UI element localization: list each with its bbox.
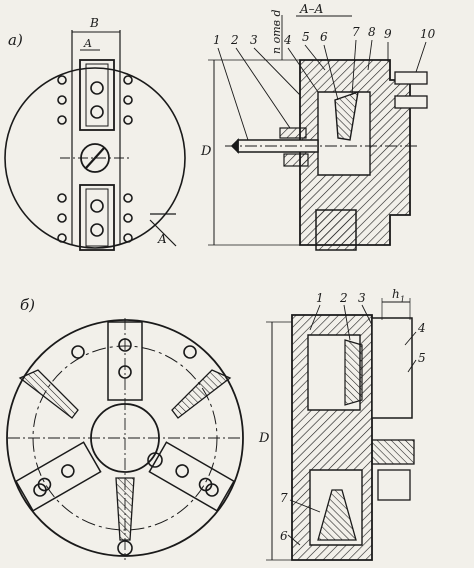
jaw-screw-hole [90, 199, 104, 213]
callout-1: 1 [213, 33, 221, 47]
leader-2 [235, 47, 291, 129]
callout-6: 6 [320, 30, 328, 44]
leader-b6 [287, 534, 301, 546]
leader-6 [323, 44, 339, 101]
leader-4 [287, 47, 319, 93]
leader-10 [415, 41, 427, 73]
callout-b6: 6 [280, 529, 288, 543]
leader-b3 [361, 304, 373, 326]
pinion-boss [377, 469, 411, 501]
leader-1 [217, 47, 249, 141]
callout-b1: 1 [316, 291, 324, 305]
spiral-disk [344, 339, 363, 406]
jaw-lever [334, 90, 359, 141]
lower-insert [317, 489, 357, 541]
mount-flange [315, 209, 357, 251]
jaw-screw-hole [90, 223, 104, 237]
callout-5: 5 [302, 30, 310, 44]
callout-b3: 3 [358, 291, 366, 305]
bolt-hole [57, 115, 67, 125]
callout-b7: 7 [280, 491, 288, 505]
dimension-h1: h [392, 287, 400, 301]
section-arrow-line [149, 219, 177, 247]
dimension-B-label: B [89, 16, 99, 30]
callout-3: 3 [250, 33, 258, 47]
jaw-screw-hole [90, 105, 104, 119]
callout-9: 9 [384, 27, 392, 41]
dimension-A-label: A [83, 37, 92, 50]
bolt-hole [57, 95, 67, 105]
bolt-hole [123, 193, 133, 203]
leader-b5 [407, 359, 417, 373]
subfigure-label-b: б) [20, 296, 35, 314]
bolt-hole [57, 193, 67, 203]
front-view-b [6, 318, 244, 560]
section-title: A–A [299, 2, 324, 16]
leader-b2 [343, 304, 351, 341]
bolt-hole [123, 115, 133, 125]
callout-4: 4 [283, 33, 292, 47]
leader-7 [351, 39, 357, 96]
lower-jaw-insert [85, 188, 109, 247]
nut [279, 127, 307, 139]
section-view-a [208, 15, 428, 251]
leader-b4 [404, 331, 417, 346]
bolt-10b [394, 95, 428, 109]
callout-b4: 4 [417, 321, 426, 335]
chuck-body-outline-a [4, 67, 186, 249]
callout-b2: 2 [339, 291, 348, 305]
leader-5 [304, 44, 326, 71]
leader-8 [367, 39, 373, 71]
bolt-hole [57, 75, 67, 85]
bottom-callout-labels: 1 2 3 4 5 6 7 [280, 291, 426, 543]
top-callout-labels: 1 2 3 4 5 6 7 8 9 10 [213, 25, 436, 47]
upper-jaw [79, 59, 115, 131]
holes-note: n отв d [270, 9, 283, 54]
lower-jaw [79, 184, 115, 251]
callout-2: 2 [230, 33, 239, 47]
perimeter-bolt [147, 452, 163, 468]
perimeter-bolt [205, 483, 219, 497]
jaw-block [371, 317, 413, 419]
front-view-a [4, 30, 186, 251]
bolt-hole [123, 95, 133, 105]
leader-b1 [309, 304, 321, 331]
screw-slot [85, 147, 105, 169]
section-arrow-label: A [157, 232, 167, 246]
upper-jaw-insert [85, 63, 109, 127]
cam-insert-right [171, 369, 232, 419]
jaw-slot-lower-left [148, 441, 235, 512]
dimension-D-bottom: D [258, 431, 270, 446]
callout-8: 8 [368, 25, 376, 39]
bolt-hole [123, 75, 133, 85]
perimeter-bolt [33, 483, 47, 497]
bolt-hole [57, 213, 67, 223]
perimeter-bolt [71, 345, 85, 359]
dimension-D-top: D [200, 144, 212, 159]
callout-b5: 5 [418, 351, 426, 365]
bolt-10 [394, 71, 428, 85]
bolt-hole [123, 213, 133, 223]
perimeter-bolt [183, 345, 197, 359]
dimension-h1-subscript: 1 [400, 295, 405, 304]
jaw-screw-hole [90, 81, 104, 95]
leader-b7 [289, 499, 321, 513]
callout-10: 10 [420, 27, 436, 41]
subfigure-label-a: а) [8, 31, 23, 49]
section-view-b [266, 298, 417, 561]
bolt-hole [57, 233, 67, 243]
cam-insert-left [18, 369, 79, 419]
callout-7: 7 [352, 25, 360, 39]
pinion [371, 439, 415, 465]
leader-3 [253, 47, 301, 96]
bolt-hole [123, 233, 133, 243]
jaw-slot-lower-right [15, 441, 102, 512]
nut-lower [283, 153, 309, 167]
